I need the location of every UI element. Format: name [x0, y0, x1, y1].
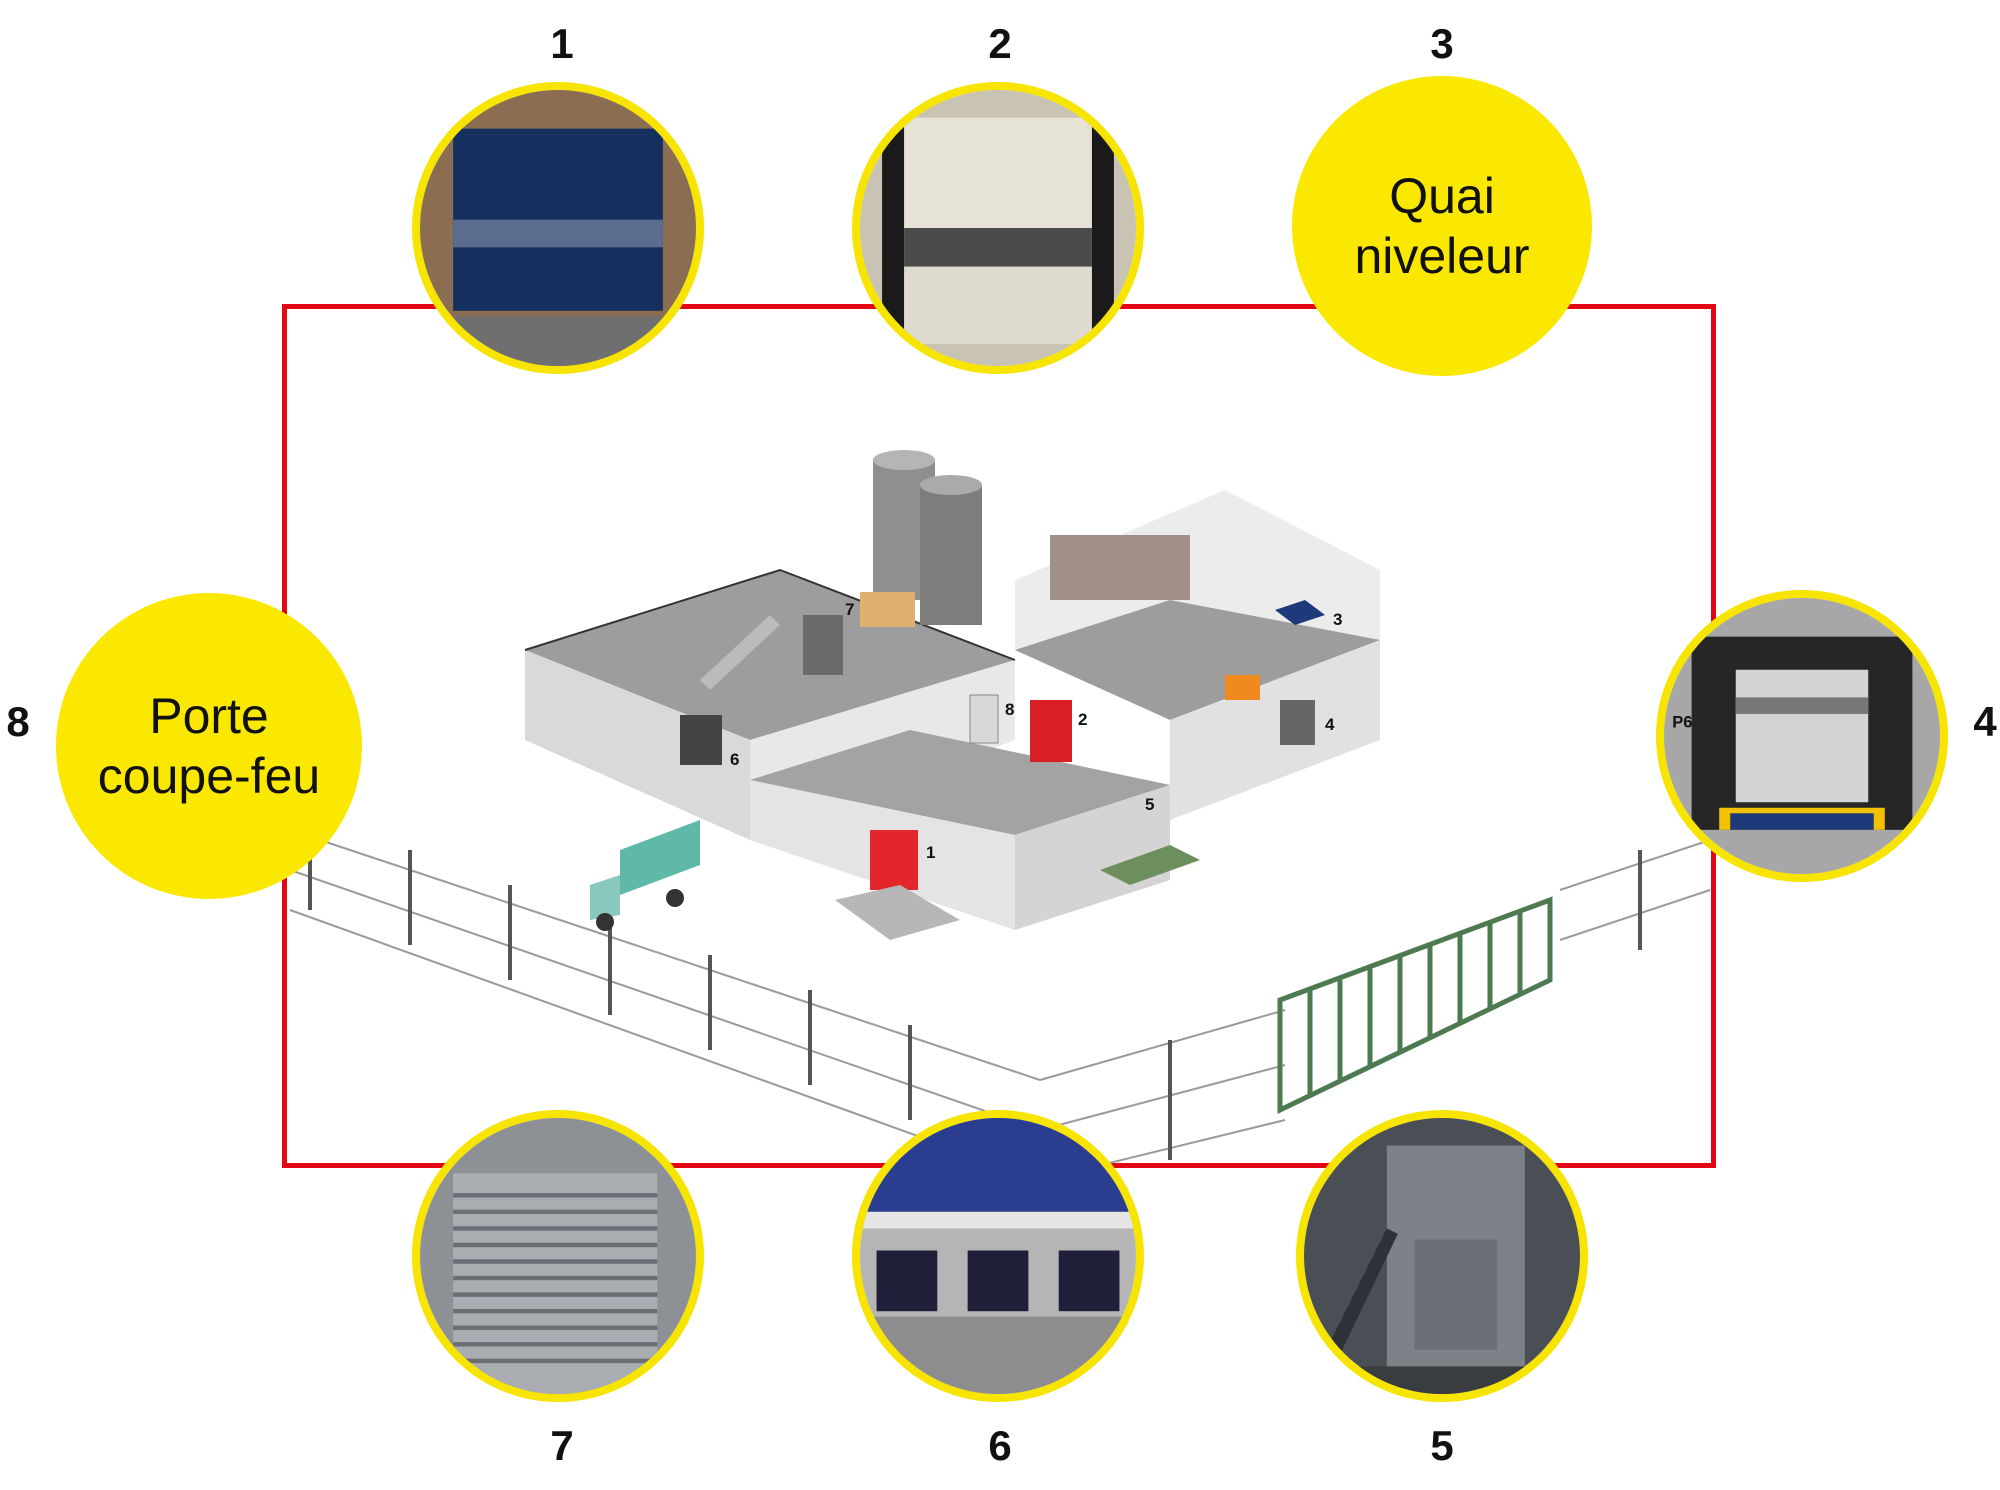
building-label-6: 6	[730, 750, 739, 769]
photo-lift-platform	[1296, 1110, 1588, 1402]
photo-loading-docks	[852, 1110, 1144, 1402]
callout-number-1: 1	[550, 20, 574, 67]
callout-quai-niveleur: Quai niveleur	[1292, 76, 1592, 376]
porte-coupe-feu-label: Porte coupe-feu	[97, 688, 321, 804]
staircase	[700, 615, 780, 690]
truck	[590, 820, 700, 931]
site-svg: 1 2 3 4 5 6 7 8	[289, 450, 1711, 1181]
building-label-5: 5	[1145, 795, 1154, 814]
pallets	[860, 592, 915, 627]
callout-number-8: 8	[6, 698, 30, 745]
dock-leveler-3	[1275, 600, 1325, 625]
building-label-7: 7	[845, 600, 854, 619]
dock-sign-text: P6	[1672, 713, 1692, 732]
forklift	[1225, 675, 1260, 700]
building-label-4: 4	[1325, 715, 1335, 734]
building-label-1: 1	[926, 843, 935, 862]
photo-rapid-door	[852, 82, 1144, 374]
quai-niveleur-label: Quai niveleur	[1354, 168, 1530, 284]
callout-number-7: 7	[550, 1422, 574, 1469]
callout-number-3: 3	[1430, 20, 1454, 67]
fire-door-8	[969, 694, 999, 744]
rapid-door-1	[870, 830, 918, 890]
callout-number-4: 4	[1973, 698, 1997, 745]
ramp	[835, 885, 960, 940]
photo-dock-shelter: P6	[1656, 590, 1948, 882]
dock-shelter-6	[680, 715, 722, 765]
photo-sectional-door	[412, 82, 704, 374]
callout-number-2: 2	[988, 20, 1012, 67]
building-label-8: 8	[1005, 700, 1014, 719]
building-label-2: 2	[1078, 710, 1087, 729]
sliding-gate	[1277, 896, 1553, 1114]
building-right-block	[1015, 490, 1380, 820]
building-label-3: 3	[1333, 610, 1342, 629]
rapid-door-2	[1030, 700, 1072, 762]
callout-number-5: 5	[1430, 1422, 1454, 1469]
callout-number-6: 6	[988, 1422, 1012, 1469]
site-illustration: 1 2 3 4 5 6 7 8	[270, 440, 1740, 1200]
photo-roller-shutter	[412, 1110, 704, 1402]
silos	[873, 450, 982, 625]
roll-door-7	[803, 615, 843, 675]
platform-5	[1100, 845, 1200, 885]
callout-porte-coupe-feu: Porte coupe-feu	[56, 593, 362, 899]
dock-4	[1280, 700, 1315, 745]
